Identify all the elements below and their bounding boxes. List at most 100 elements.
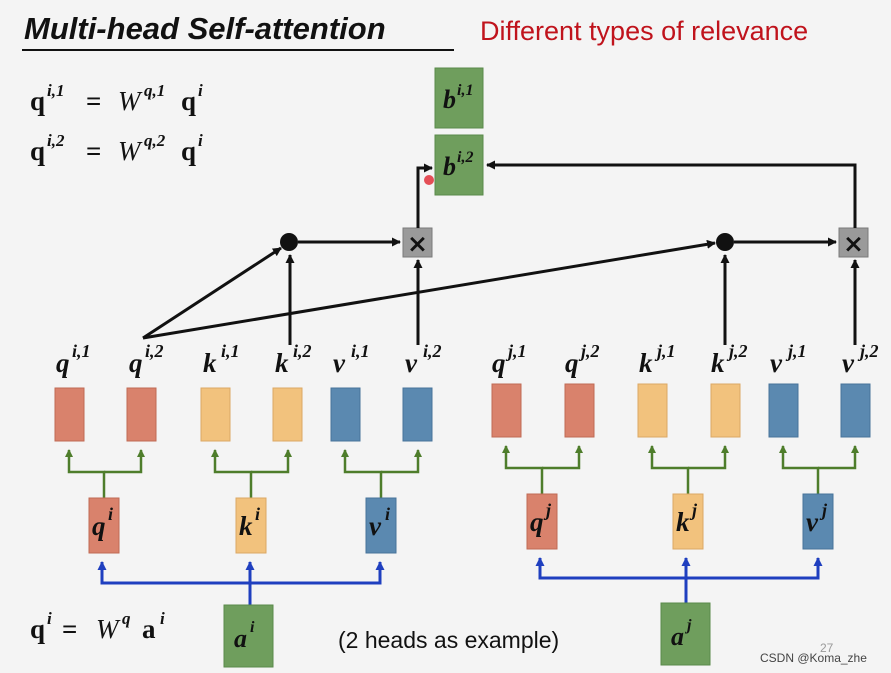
svg-text:q,1: q,1 — [144, 81, 165, 100]
label-vi1: v i,1 — [333, 341, 370, 378]
cursor-pointer-dot — [424, 175, 434, 185]
vector-ki — [235, 497, 267, 554]
subtitle: Different types of relevance — [480, 16, 808, 46]
vector-qi1 — [54, 387, 85, 442]
vector-qj1 — [491, 383, 522, 438]
svg-text:v: v — [770, 348, 783, 378]
svg-text:q: q — [129, 348, 143, 378]
svg-text:q,2: q,2 — [144, 131, 166, 150]
vector-vj — [802, 493, 834, 550]
dot-product-node-j — [716, 233, 734, 251]
vector-kj — [672, 493, 704, 550]
svg-text:W: W — [118, 136, 143, 166]
mid-vectors — [88, 493, 834, 554]
page-number: 27 — [820, 641, 834, 655]
vector-qi2 — [126, 387, 157, 442]
svg-text:i,2: i,2 — [293, 341, 312, 361]
svg-text:k: k — [639, 348, 653, 378]
svg-text:i,1: i,1 — [221, 341, 240, 361]
svg-text:q: q — [181, 86, 196, 116]
svg-text:=: = — [62, 614, 77, 644]
input-box-ai — [223, 604, 274, 668]
equation-qi: q i = W q a i — [30, 609, 165, 644]
attention-arrows — [142, 160, 860, 345]
vector-vi2 — [402, 387, 433, 442]
svg-text:q: q — [530, 507, 544, 537]
output-box-bi2 — [434, 134, 484, 196]
vector-vi1 — [330, 387, 361, 442]
input-label-aj: a j — [671, 617, 692, 651]
svg-text:v: v — [333, 348, 346, 378]
svg-text:j: j — [819, 500, 828, 520]
svg-text:k: k — [676, 507, 690, 537]
output-label-bi1: b i,1 — [443, 82, 473, 114]
svg-text:v: v — [842, 348, 855, 378]
svg-text:a: a — [671, 622, 684, 651]
svg-text:b: b — [443, 85, 456, 114]
multiply-box-j: × — [838, 227, 869, 258]
svg-text:q: q — [565, 348, 579, 378]
svg-text:i: i — [108, 504, 113, 524]
vector-ki2 — [272, 387, 303, 442]
svg-text:v: v — [369, 511, 382, 541]
svg-text:i,2: i,2 — [145, 341, 164, 361]
svg-text:j,2: j,2 — [578, 341, 600, 361]
svg-text:k: k — [239, 511, 253, 541]
input-label-ai: a i — [234, 619, 255, 653]
output-label-bi2: b i,2 — [443, 149, 473, 181]
svg-text:k: k — [275, 348, 289, 378]
svg-text:i,2: i,2 — [457, 149, 473, 166]
svg-text:=: = — [86, 86, 101, 116]
head-vectors — [54, 383, 871, 442]
svg-text:i,1: i,1 — [47, 81, 64, 100]
svg-text:i,1: i,1 — [72, 341, 91, 361]
output-box-bi1 — [434, 67, 484, 129]
vector-qj — [526, 493, 558, 550]
vector-vi — [365, 497, 397, 554]
label-vi2: v i,2 — [405, 341, 442, 378]
svg-text:v: v — [806, 507, 819, 537]
vector-vj1 — [768, 383, 799, 438]
svg-text:q: q — [92, 511, 106, 541]
example-note: (2 heads as example) — [338, 627, 559, 653]
split-arrows — [65, 445, 859, 498]
svg-text:j,1: j,1 — [654, 341, 676, 361]
svg-text:i: i — [47, 609, 52, 628]
svg-text:v: v — [405, 348, 418, 378]
svg-text:i: i — [255, 504, 260, 524]
svg-text:i: i — [385, 504, 390, 524]
svg-text:j,1: j,1 — [505, 341, 527, 361]
svg-text:k: k — [711, 348, 725, 378]
svg-text:×: × — [843, 229, 864, 258]
svg-text:i: i — [198, 81, 203, 100]
svg-text:q: q — [30, 614, 45, 644]
svg-text:W: W — [118, 86, 143, 116]
svg-text:i,1: i,1 — [351, 341, 370, 361]
title: Multi-head Self-attention — [24, 11, 386, 46]
vector-vj2 — [840, 383, 871, 438]
svg-text:b: b — [443, 152, 456, 181]
svg-text:i,2: i,2 — [423, 341, 442, 361]
svg-text:×: × — [407, 229, 428, 258]
svg-text:q: q — [492, 348, 506, 378]
svg-text:j,1: j,1 — [785, 341, 807, 361]
input-arrows — [97, 557, 823, 605]
equation-qi2: q i,2 = W q,2 q i — [30, 131, 203, 166]
vector-qi — [88, 497, 120, 554]
svg-text:i,1: i,1 — [457, 82, 473, 99]
svg-text:i: i — [160, 609, 165, 628]
svg-text:j,2: j,2 — [857, 341, 879, 361]
multiply-box-i: × — [402, 227, 433, 258]
svg-text:i: i — [250, 619, 255, 636]
